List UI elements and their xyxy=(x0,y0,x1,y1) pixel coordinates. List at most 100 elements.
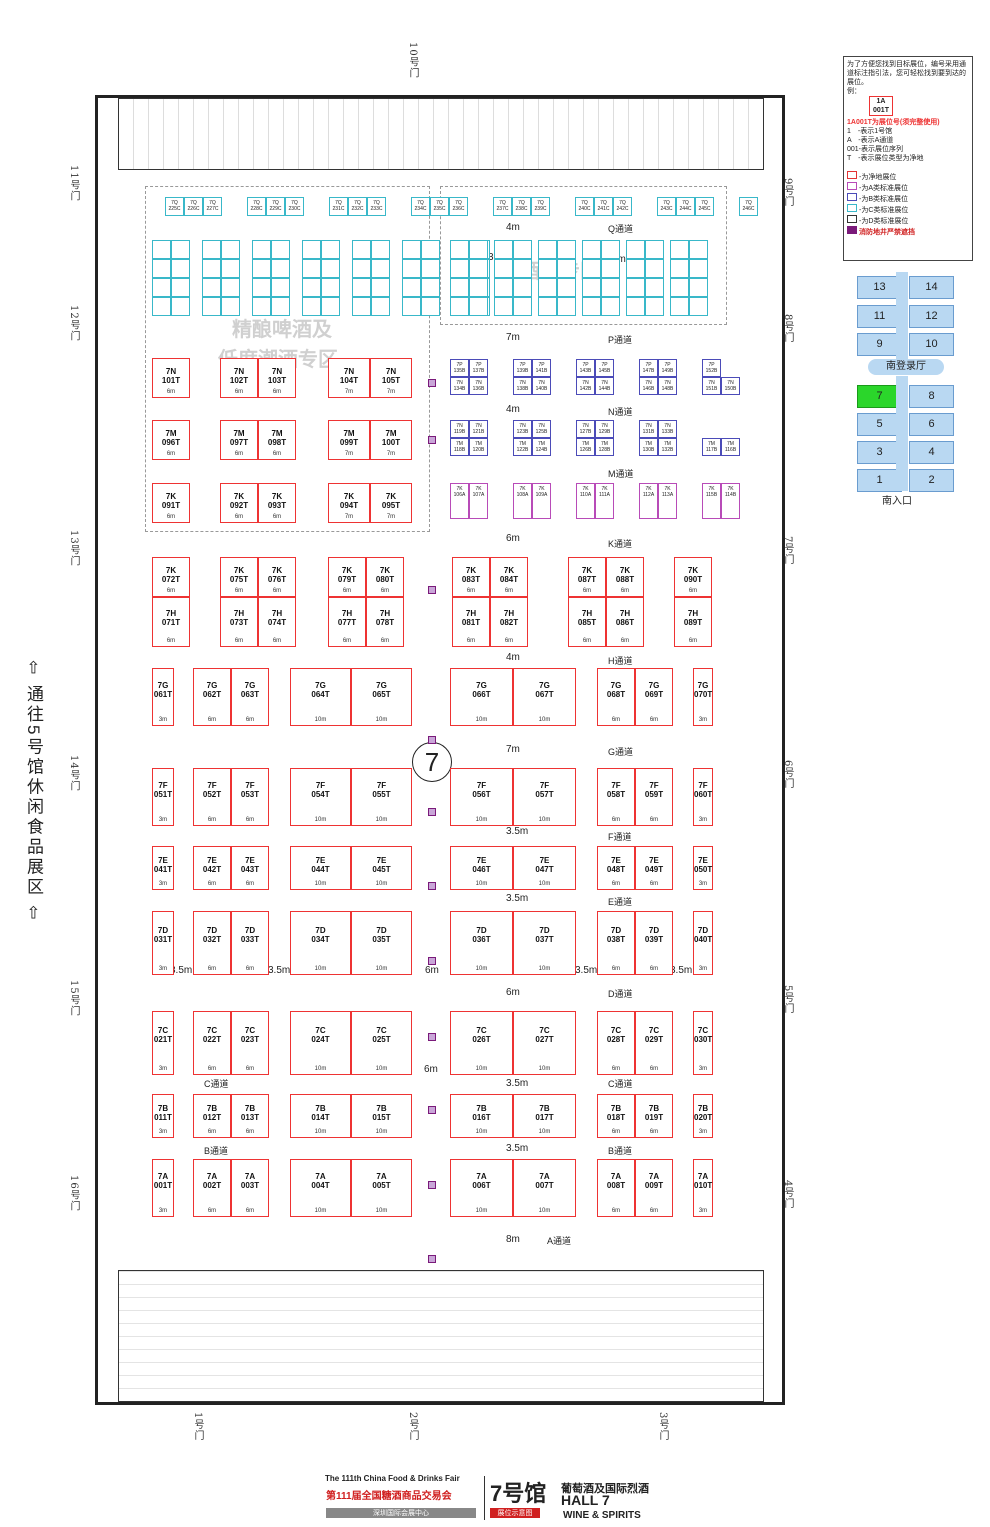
mini-map-hall-11[interactable]: 11 xyxy=(857,305,902,328)
std-booth-c[interactable] xyxy=(352,297,371,316)
std-booth-c[interactable] xyxy=(221,278,240,297)
std-booth-c[interactable] xyxy=(626,278,645,297)
mini-map-hall-2[interactable]: 2 xyxy=(909,469,954,492)
std-booth-c[interactable] xyxy=(302,278,321,297)
std-booth-c[interactable] xyxy=(152,240,171,259)
std-booth-c[interactable] xyxy=(202,297,221,316)
std-booth-c[interactable] xyxy=(494,259,513,278)
std-booth-c[interactable] xyxy=(202,259,221,278)
std-booth-c[interactable] xyxy=(670,240,689,259)
std-booth-c[interactable] xyxy=(421,278,440,297)
std-booth-c[interactable] xyxy=(252,240,271,259)
std-booth-c[interactable] xyxy=(601,278,620,297)
std-booth-c[interactable] xyxy=(626,259,645,278)
std-booth-c[interactable] xyxy=(252,297,271,316)
std-booth-c[interactable] xyxy=(252,278,271,297)
std-booth-c[interactable] xyxy=(171,297,190,316)
std-booth-c[interactable] xyxy=(371,278,390,297)
std-booth-c[interactable] xyxy=(469,259,488,278)
std-booth-c[interactable] xyxy=(252,259,271,278)
std-booth-c[interactable] xyxy=(538,259,557,278)
std-booth-c[interactable] xyxy=(538,240,557,259)
std-booth-c[interactable] xyxy=(221,259,240,278)
std-booth-c[interactable] xyxy=(469,278,488,297)
std-booth-c[interactable] xyxy=(221,297,240,316)
std-booth-c[interactable] xyxy=(152,278,171,297)
std-booth-c[interactable] xyxy=(302,240,321,259)
std-booth-c[interactable] xyxy=(645,240,664,259)
std-booth-c[interactable] xyxy=(557,259,576,278)
std-booth-c[interactable] xyxy=(494,297,513,316)
std-booth-c[interactable] xyxy=(271,240,290,259)
mini-map-hall-3[interactable]: 3 xyxy=(857,441,902,464)
std-booth-c[interactable] xyxy=(494,240,513,259)
std-booth-c[interactable] xyxy=(371,240,390,259)
std-booth-c[interactable] xyxy=(670,259,689,278)
std-booth-c[interactable] xyxy=(202,278,221,297)
std-booth-c[interactable] xyxy=(321,297,340,316)
std-booth-c[interactable] xyxy=(352,278,371,297)
std-booth-c[interactable] xyxy=(601,259,620,278)
